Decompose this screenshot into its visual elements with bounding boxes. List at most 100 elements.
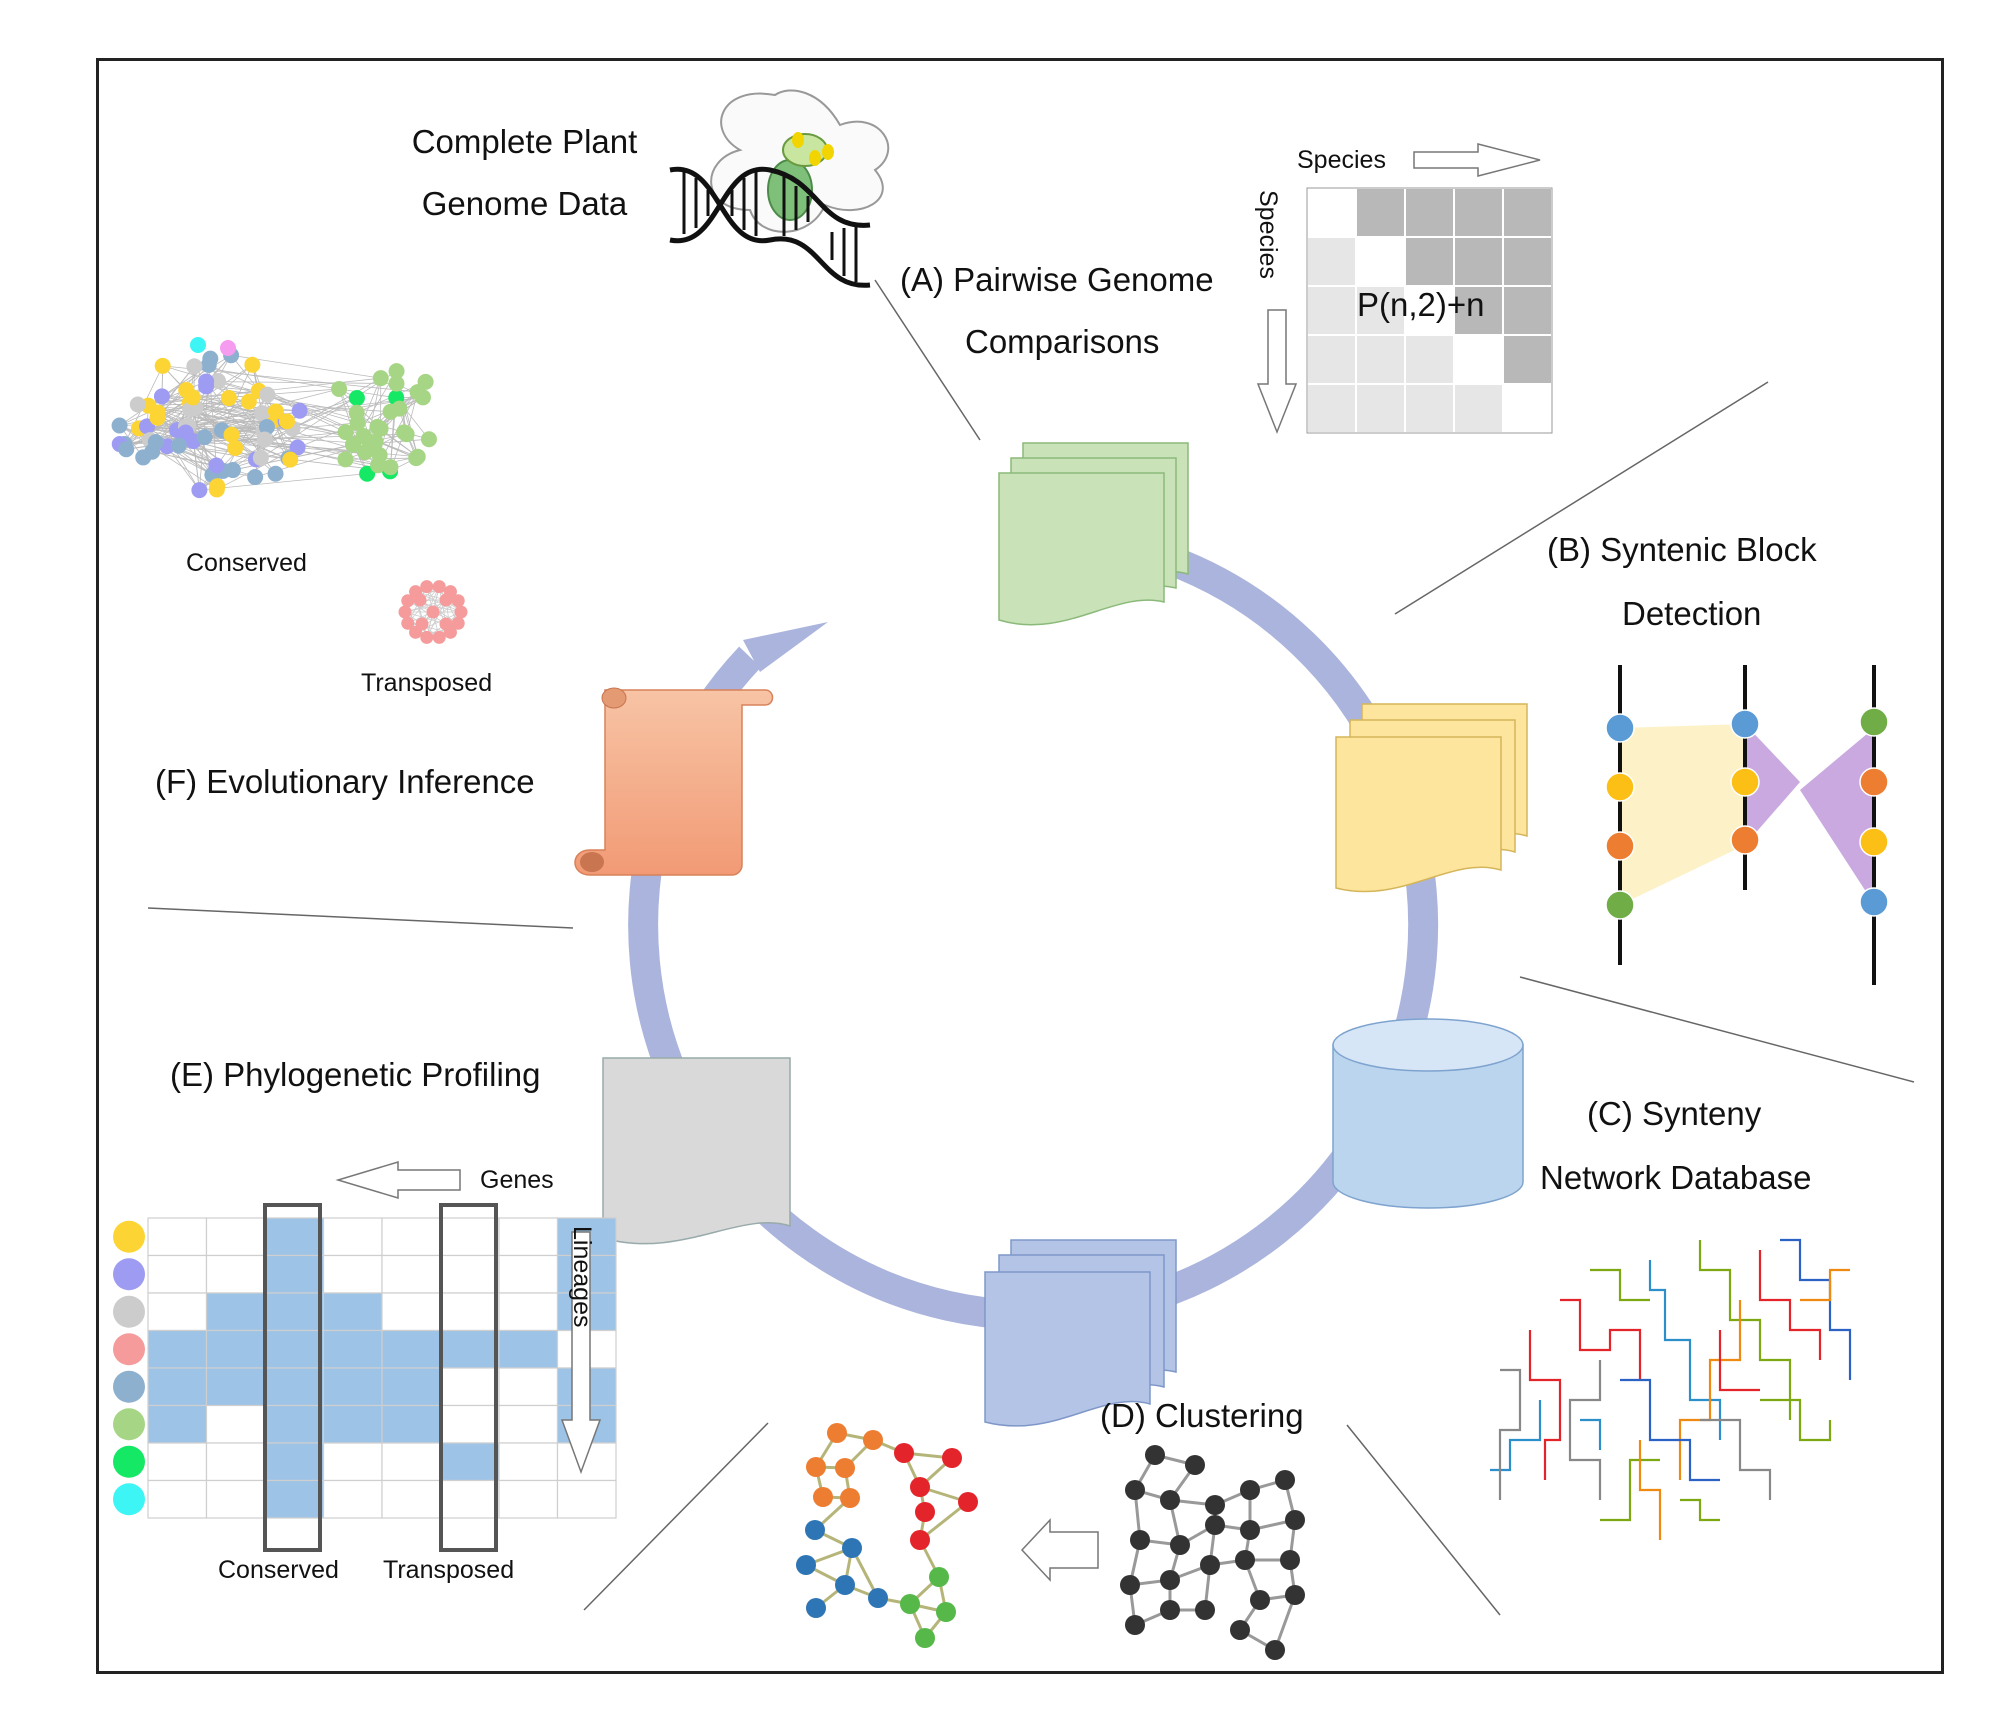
profile-cell bbox=[439, 1292, 500, 1332]
network-node bbox=[367, 433, 384, 450]
network-edge bbox=[161, 395, 274, 421]
matrix-cell bbox=[1404, 383, 1455, 434]
profile-cell bbox=[498, 1442, 559, 1482]
profile-cell bbox=[322, 1404, 383, 1444]
matrix-cell bbox=[1404, 236, 1455, 287]
cluster-node bbox=[863, 1430, 883, 1450]
profile-cell bbox=[264, 1217, 325, 1257]
profile-cell bbox=[322, 1479, 383, 1519]
profile-cell bbox=[205, 1367, 266, 1407]
network-node bbox=[439, 593, 453, 607]
lineage-dot bbox=[113, 1220, 145, 1253]
network-node bbox=[259, 386, 276, 403]
cluster-node bbox=[1125, 1480, 1145, 1500]
network-node bbox=[220, 390, 237, 407]
network-node bbox=[240, 393, 257, 410]
cluster-node bbox=[915, 1502, 935, 1522]
profile-cell bbox=[498, 1254, 559, 1294]
network-node bbox=[372, 370, 389, 387]
cluster-node bbox=[1280, 1550, 1300, 1570]
network-node bbox=[208, 457, 225, 474]
network-transposed-label: Transposed bbox=[361, 669, 493, 697]
profile-cell bbox=[498, 1404, 559, 1444]
profile-cell bbox=[381, 1217, 442, 1257]
synteny-network bbox=[1490, 1238, 1852, 1540]
gray-document bbox=[602, 1057, 791, 1245]
network-node bbox=[182, 401, 199, 418]
network-node bbox=[359, 465, 376, 482]
profile-cell bbox=[439, 1217, 500, 1257]
network-node bbox=[432, 580, 446, 594]
cluster-node bbox=[806, 1457, 826, 1477]
cluster-node bbox=[910, 1477, 930, 1497]
cluster-node bbox=[1285, 1585, 1305, 1605]
network-node bbox=[111, 417, 128, 434]
network-node bbox=[191, 482, 208, 499]
cluster-node bbox=[894, 1443, 914, 1463]
profile-cell bbox=[381, 1329, 442, 1369]
network-node bbox=[220, 340, 236, 356]
network-node bbox=[149, 409, 166, 426]
cluster-node bbox=[958, 1492, 978, 1512]
network-edge bbox=[137, 388, 340, 405]
synteny-gene-dot bbox=[1859, 767, 1889, 797]
cluster-node bbox=[936, 1602, 956, 1622]
cluster-node bbox=[1145, 1445, 1165, 1465]
cluster-node bbox=[1195, 1600, 1215, 1620]
step-f-label: (F) Evolutionary Inference bbox=[155, 763, 535, 800]
profile-cell bbox=[264, 1367, 325, 1407]
profile-cell bbox=[381, 1479, 442, 1519]
matrix-cell bbox=[1453, 285, 1504, 336]
lineage-dot bbox=[113, 1370, 145, 1403]
profile-cell bbox=[322, 1367, 383, 1407]
cluster-node bbox=[1240, 1480, 1260, 1500]
step-c-line2: Network Database bbox=[1540, 1159, 1812, 1196]
synteny-gene-dot bbox=[1859, 707, 1889, 737]
network-edge bbox=[199, 470, 391, 491]
profile-cell bbox=[147, 1442, 208, 1482]
network-node bbox=[451, 616, 465, 630]
profile-cell bbox=[381, 1254, 442, 1294]
profile-cell bbox=[205, 1292, 266, 1332]
cluster-node bbox=[1185, 1455, 1205, 1475]
title-line1: Complete Plant bbox=[411, 123, 638, 160]
network-edge bbox=[157, 366, 195, 413]
network-node bbox=[210, 372, 227, 389]
matrix-cell bbox=[1453, 383, 1504, 434]
network-node bbox=[282, 451, 299, 468]
profile-cell bbox=[264, 1329, 325, 1369]
matrix-cell bbox=[1355, 236, 1406, 287]
network-node bbox=[186, 358, 203, 375]
network-node bbox=[388, 363, 405, 380]
cluster-node bbox=[1160, 1570, 1180, 1590]
synteny-gene-dot bbox=[1605, 890, 1635, 920]
cluster-node bbox=[1265, 1640, 1285, 1660]
profile-cell bbox=[322, 1329, 383, 1369]
profile-col-transposed: Transposed bbox=[383, 1556, 515, 1584]
cluster-node bbox=[1130, 1530, 1150, 1550]
cluster-node bbox=[806, 1598, 826, 1618]
cluster-node bbox=[900, 1594, 920, 1614]
network-node bbox=[289, 439, 306, 456]
network-node bbox=[382, 403, 399, 420]
matrix-axis-top: Species bbox=[1297, 146, 1386, 174]
color-cluster-group bbox=[796, 1423, 978, 1648]
network-edge bbox=[119, 425, 218, 490]
profile-cell bbox=[205, 1404, 266, 1444]
network-node bbox=[382, 459, 399, 476]
synteny-gene-dot bbox=[1730, 825, 1760, 855]
matrix-cell bbox=[1453, 236, 1504, 287]
network-node bbox=[118, 441, 135, 458]
cluster-node bbox=[942, 1448, 962, 1468]
matrix-cell bbox=[1306, 285, 1357, 336]
synteny-gene-dot bbox=[1730, 767, 1760, 797]
profile-cell bbox=[147, 1329, 208, 1369]
matrix-cell bbox=[1453, 334, 1504, 385]
network-node bbox=[414, 389, 431, 406]
profile-cell bbox=[147, 1292, 208, 1332]
step-e-label: (E) Phylogenetic Profiling bbox=[170, 1056, 541, 1093]
cluster-node bbox=[1285, 1510, 1305, 1530]
cluster-node bbox=[827, 1423, 847, 1443]
matrix-cell bbox=[1502, 187, 1553, 238]
network-edge bbox=[124, 397, 230, 445]
